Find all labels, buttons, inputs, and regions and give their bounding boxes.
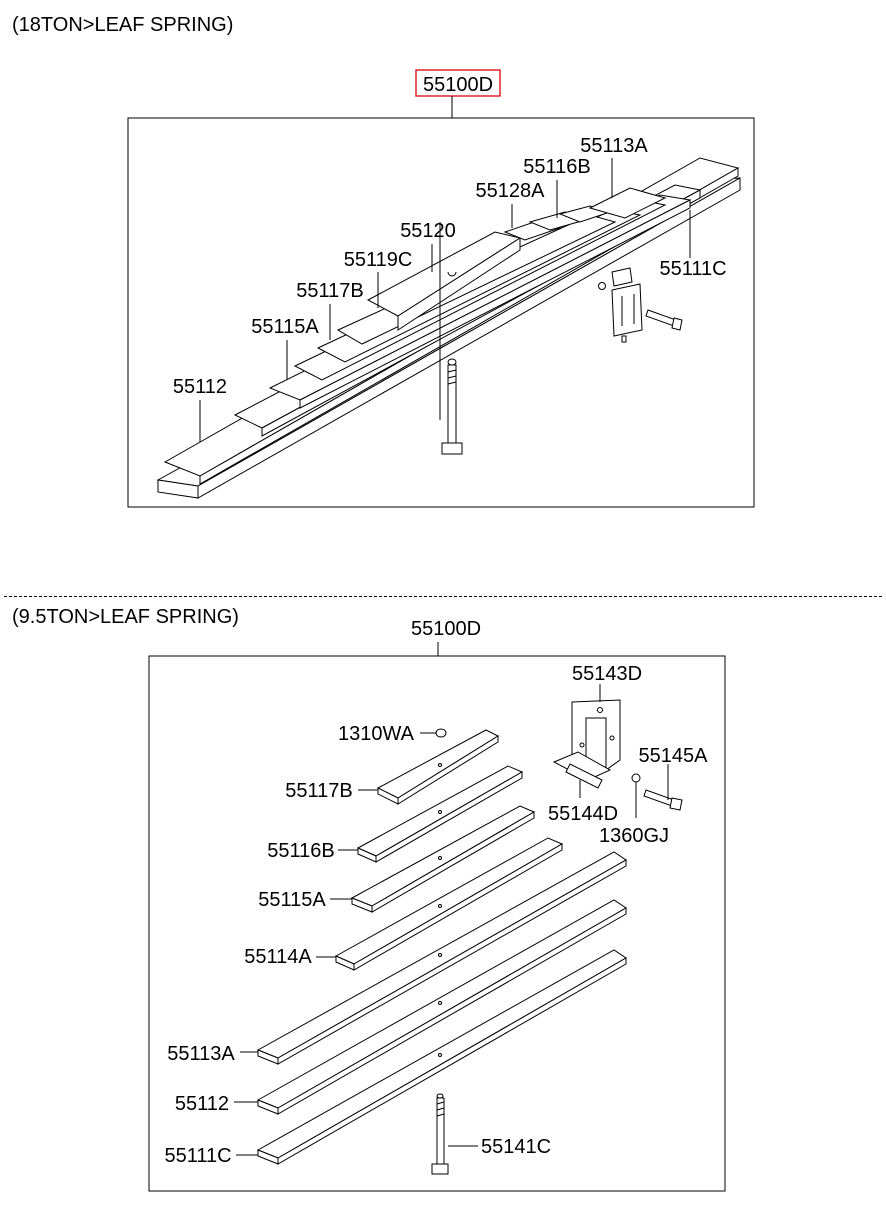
diagram-frame-9-5ton [148, 655, 726, 1192]
leaf-55114A [334, 837, 564, 971]
leaf-55111C [256, 949, 627, 1165]
part-label-55111C-9-5[interactable]: 55111C [164, 1145, 231, 1167]
assembly-label-9-5ton[interactable]: 55100D [411, 618, 481, 640]
section-title-18ton: (18TON>LEAF SPRING) [12, 14, 234, 36]
part-label-55112-9-5[interactable]: 55112 [175, 1093, 229, 1115]
clip-bracket-18ton [598, 267, 683, 343]
leaf-55112 [256, 899, 627, 1115]
center-bolt-18ton [441, 358, 463, 455]
center-bolt-55141C [431, 1093, 449, 1175]
bolt-55145A [643, 789, 683, 811]
leaf-spring-stack-18ton [156, 157, 741, 499]
part-label-55144D[interactable]: 55144D [548, 803, 618, 825]
part-label-55119C[interactable]: 55119C [344, 249, 413, 271]
leaf-55117B [376, 729, 500, 805]
part-label-55141C[interactable]: 55141C [481, 1136, 551, 1158]
assembly-highlight-box [415, 69, 501, 97]
diagram-frame-18ton [127, 117, 755, 508]
section-divider [4, 596, 882, 597]
part-label-55117B-9-5[interactable]: 55117B [285, 780, 352, 802]
part-label-55113A[interactable]: 55113A [580, 135, 648, 157]
part-label-55128A[interactable]: 55128A [476, 180, 546, 202]
part-label-55114A[interactable]: 55114A [244, 946, 312, 968]
nut-1360GJ [631, 773, 641, 783]
part-label-55115A[interactable]: 55115A [251, 316, 319, 338]
pin-55144D [552, 751, 612, 789]
leaf-55116B [356, 765, 524, 863]
leaf-55115A [350, 805, 536, 913]
part-label-55120[interactable]: 55120 [400, 220, 456, 242]
part-label-55116B[interactable]: 55116B [523, 156, 590, 178]
leaf-55113A [256, 851, 627, 1065]
part-label-55113A-9-5[interactable]: 55113A [167, 1043, 235, 1065]
part-label-55111C[interactable]: 55111C [659, 258, 726, 280]
washer-1310WA [435, 728, 447, 738]
part-label-1360GJ[interactable]: 1360GJ [599, 825, 669, 847]
section-title-9-5ton: (9.5TON>LEAF SPRING) [12, 606, 239, 628]
part-label-55117B[interactable]: 55117B [296, 280, 363, 302]
part-label-55143D[interactable]: 55143D [572, 663, 642, 685]
part-label-55116B-9-5[interactable]: 55116B [267, 840, 334, 862]
part-label-55115A-9-5[interactable]: 55115A [258, 889, 326, 911]
part-label-55112[interactable]: 55112 [173, 376, 227, 398]
part-label-55145A[interactable]: 55145A [639, 745, 709, 767]
part-label-1310WA[interactable]: 1310WA [338, 723, 415, 745]
assembly-label-18ton[interactable]: 55100D [423, 74, 493, 96]
